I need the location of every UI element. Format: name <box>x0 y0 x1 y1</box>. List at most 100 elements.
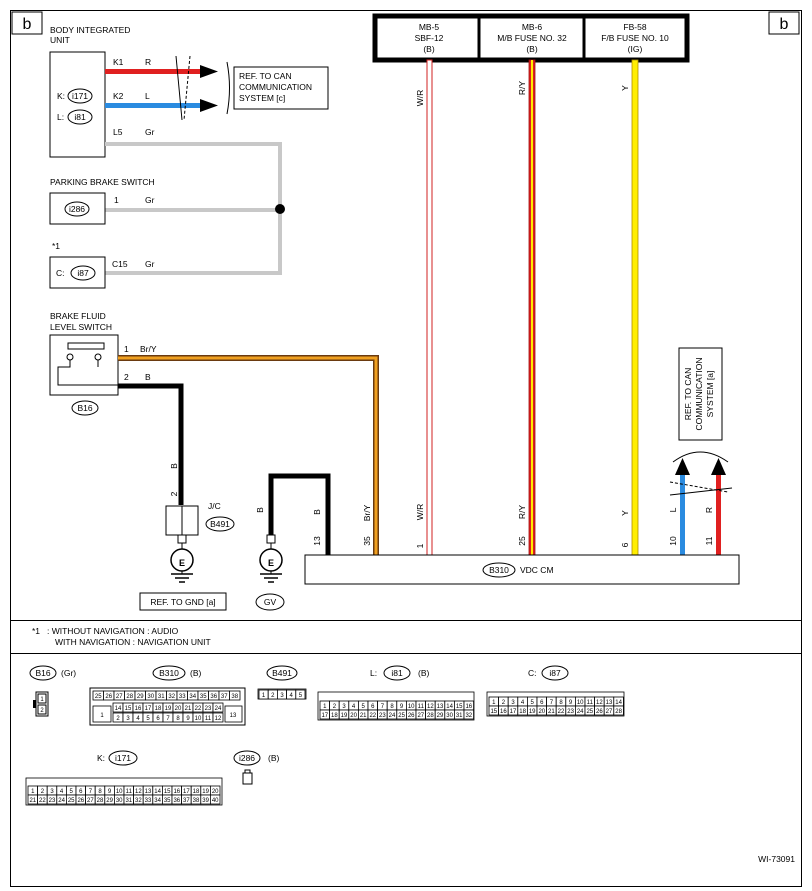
wire-k2-blue: K2 L <box>105 91 218 112</box>
pin-number: 40 <box>212 798 219 804</box>
vdc-pin-35: 35 <box>362 536 372 546</box>
pin-number: 36 <box>210 694 217 700</box>
pin-cell <box>613 705 624 716</box>
svg-text:1: 1 <box>124 344 129 354</box>
svg-text:WITH NAVIGATION : NAVIGATION: WITH NAVIGATION : NAVIGATION UNIT <box>55 637 211 647</box>
svg-text:B310: B310 <box>489 565 509 575</box>
pin-number: 21 <box>548 709 555 715</box>
vdc-pin-11: 11 <box>704 536 714 545</box>
pin-number: 38 <box>193 798 200 804</box>
pin-number: 28 <box>427 713 434 719</box>
svg-text:*1: *1 <box>32 626 40 636</box>
wire-can-l <box>675 458 690 555</box>
wire-br-y <box>118 355 379 555</box>
pin-number: 37 <box>183 798 190 804</box>
wire-w-r <box>426 59 433 556</box>
svg-text:1: 1 <box>40 697 44 703</box>
pin-number: 13 <box>230 713 237 719</box>
pin-number: 22 <box>195 706 202 712</box>
svg-text:MB-5: MB-5 <box>419 22 440 32</box>
pin-number: 5 <box>531 700 535 706</box>
pin-number: 29 <box>106 798 113 804</box>
svg-text:(IG): (IG) <box>628 44 643 54</box>
vdc-pin-10-color: L <box>668 507 678 512</box>
pin-number: 14 <box>154 789 161 795</box>
pin-number: 16 <box>173 789 180 795</box>
pin-number: 5 <box>299 693 303 699</box>
svg-text:(B): (B) <box>190 668 202 678</box>
pin-number: 14 <box>615 700 622 706</box>
svg-text:i81: i81 <box>74 112 86 122</box>
pin-number: 6 <box>371 704 375 710</box>
svg-text:BRAKE FLUID: BRAKE FLUID <box>50 311 106 321</box>
pin-number: 17 <box>145 706 152 712</box>
pin-number: 3 <box>50 789 54 795</box>
svg-text:L: L <box>145 91 150 101</box>
pin-number: 3 <box>126 716 130 722</box>
svg-text:R: R <box>145 57 151 67</box>
pin-number: 22 <box>558 709 565 715</box>
pin-number: 31 <box>125 798 132 804</box>
pin-number: 6 <box>540 700 544 706</box>
pin-number: 9 <box>569 700 573 706</box>
svg-text:B: B <box>145 372 151 382</box>
pin-cell <box>463 709 475 720</box>
pin-number: 27 <box>606 709 613 715</box>
svg-text:J/C: J/C <box>208 501 221 511</box>
pin-number: 15 <box>125 706 132 712</box>
svg-text:2: 2 <box>124 372 129 382</box>
svg-text:L:: L: <box>57 112 64 122</box>
twisted-pair-mark-left-dash <box>183 55 191 121</box>
pin-number: 13 <box>606 700 613 706</box>
pin-number: 19 <box>202 789 209 795</box>
svg-text:Gr: Gr <box>145 259 155 269</box>
pin-number: 39 <box>202 798 209 804</box>
pin-number: 2 <box>116 716 120 722</box>
joint-connector-b491: J/C B491 E REF. TO GND [a] <box>139 501 235 611</box>
svg-text:: WITHOUT NAVIGATION : AUDIO: : WITHOUT NAVIGATION : AUDIO <box>47 626 179 636</box>
pin-cell <box>92 705 112 723</box>
vdc-pin-25: 25 <box>517 536 527 546</box>
pin-number: 3 <box>280 693 284 699</box>
svg-text:L:: L: <box>370 668 377 678</box>
pin-number: 14 <box>446 704 453 710</box>
pin-number: 12 <box>135 789 142 795</box>
pin-number: 19 <box>529 709 536 715</box>
svg-text:i171: i171 <box>115 753 131 763</box>
pin-number: 23 <box>205 706 212 712</box>
svg-text:2: 2 <box>40 708 44 714</box>
label-wire-w-r-top: W/R <box>415 90 425 107</box>
svg-text:UNIT: UNIT <box>50 35 70 45</box>
pin-number: 7 <box>89 789 93 795</box>
pin-number: 34 <box>189 694 196 700</box>
label-b-jc-upper: B <box>169 463 179 469</box>
svg-text:B310: B310 <box>159 668 179 678</box>
pin-cell <box>212 702 224 713</box>
pin-number: 29 <box>137 694 144 700</box>
svg-text:BODY INTEGRATED: BODY INTEGRATED <box>50 25 130 35</box>
brake-fluid-level-switch: BRAKE FLUID LEVEL SWITCH B16 1 Br/Y 2 B <box>49 311 157 416</box>
pin-number: 25 <box>398 713 405 719</box>
pin-number: 21 <box>185 706 192 712</box>
pin-number: 13 <box>145 789 152 795</box>
wire-can-r <box>711 458 726 555</box>
vdc-pin-11-color: R <box>704 507 714 513</box>
svg-text:Br/Y: Br/Y <box>140 344 157 354</box>
pin-number: 24 <box>58 798 65 804</box>
svg-text:C:: C: <box>56 268 65 278</box>
svg-text:(B): (B) <box>526 44 538 54</box>
diagram-frame <box>10 10 802 887</box>
footnote: *1 : WITHOUT NAVIGATION : AUDIO WITH NAV… <box>32 626 211 647</box>
pin-number: 11 <box>587 700 594 706</box>
pin-number: 9 <box>400 704 404 710</box>
pin-number: 4 <box>352 704 356 710</box>
pin-number: 26 <box>408 713 415 719</box>
pin-number: 20 <box>212 789 219 795</box>
pin-cell <box>224 705 243 723</box>
svg-text:M/B FUSE NO. 32: M/B FUSE NO. 32 <box>497 33 567 43</box>
svg-text:Gr: Gr <box>145 195 155 205</box>
pin-number: 17 <box>321 713 328 719</box>
